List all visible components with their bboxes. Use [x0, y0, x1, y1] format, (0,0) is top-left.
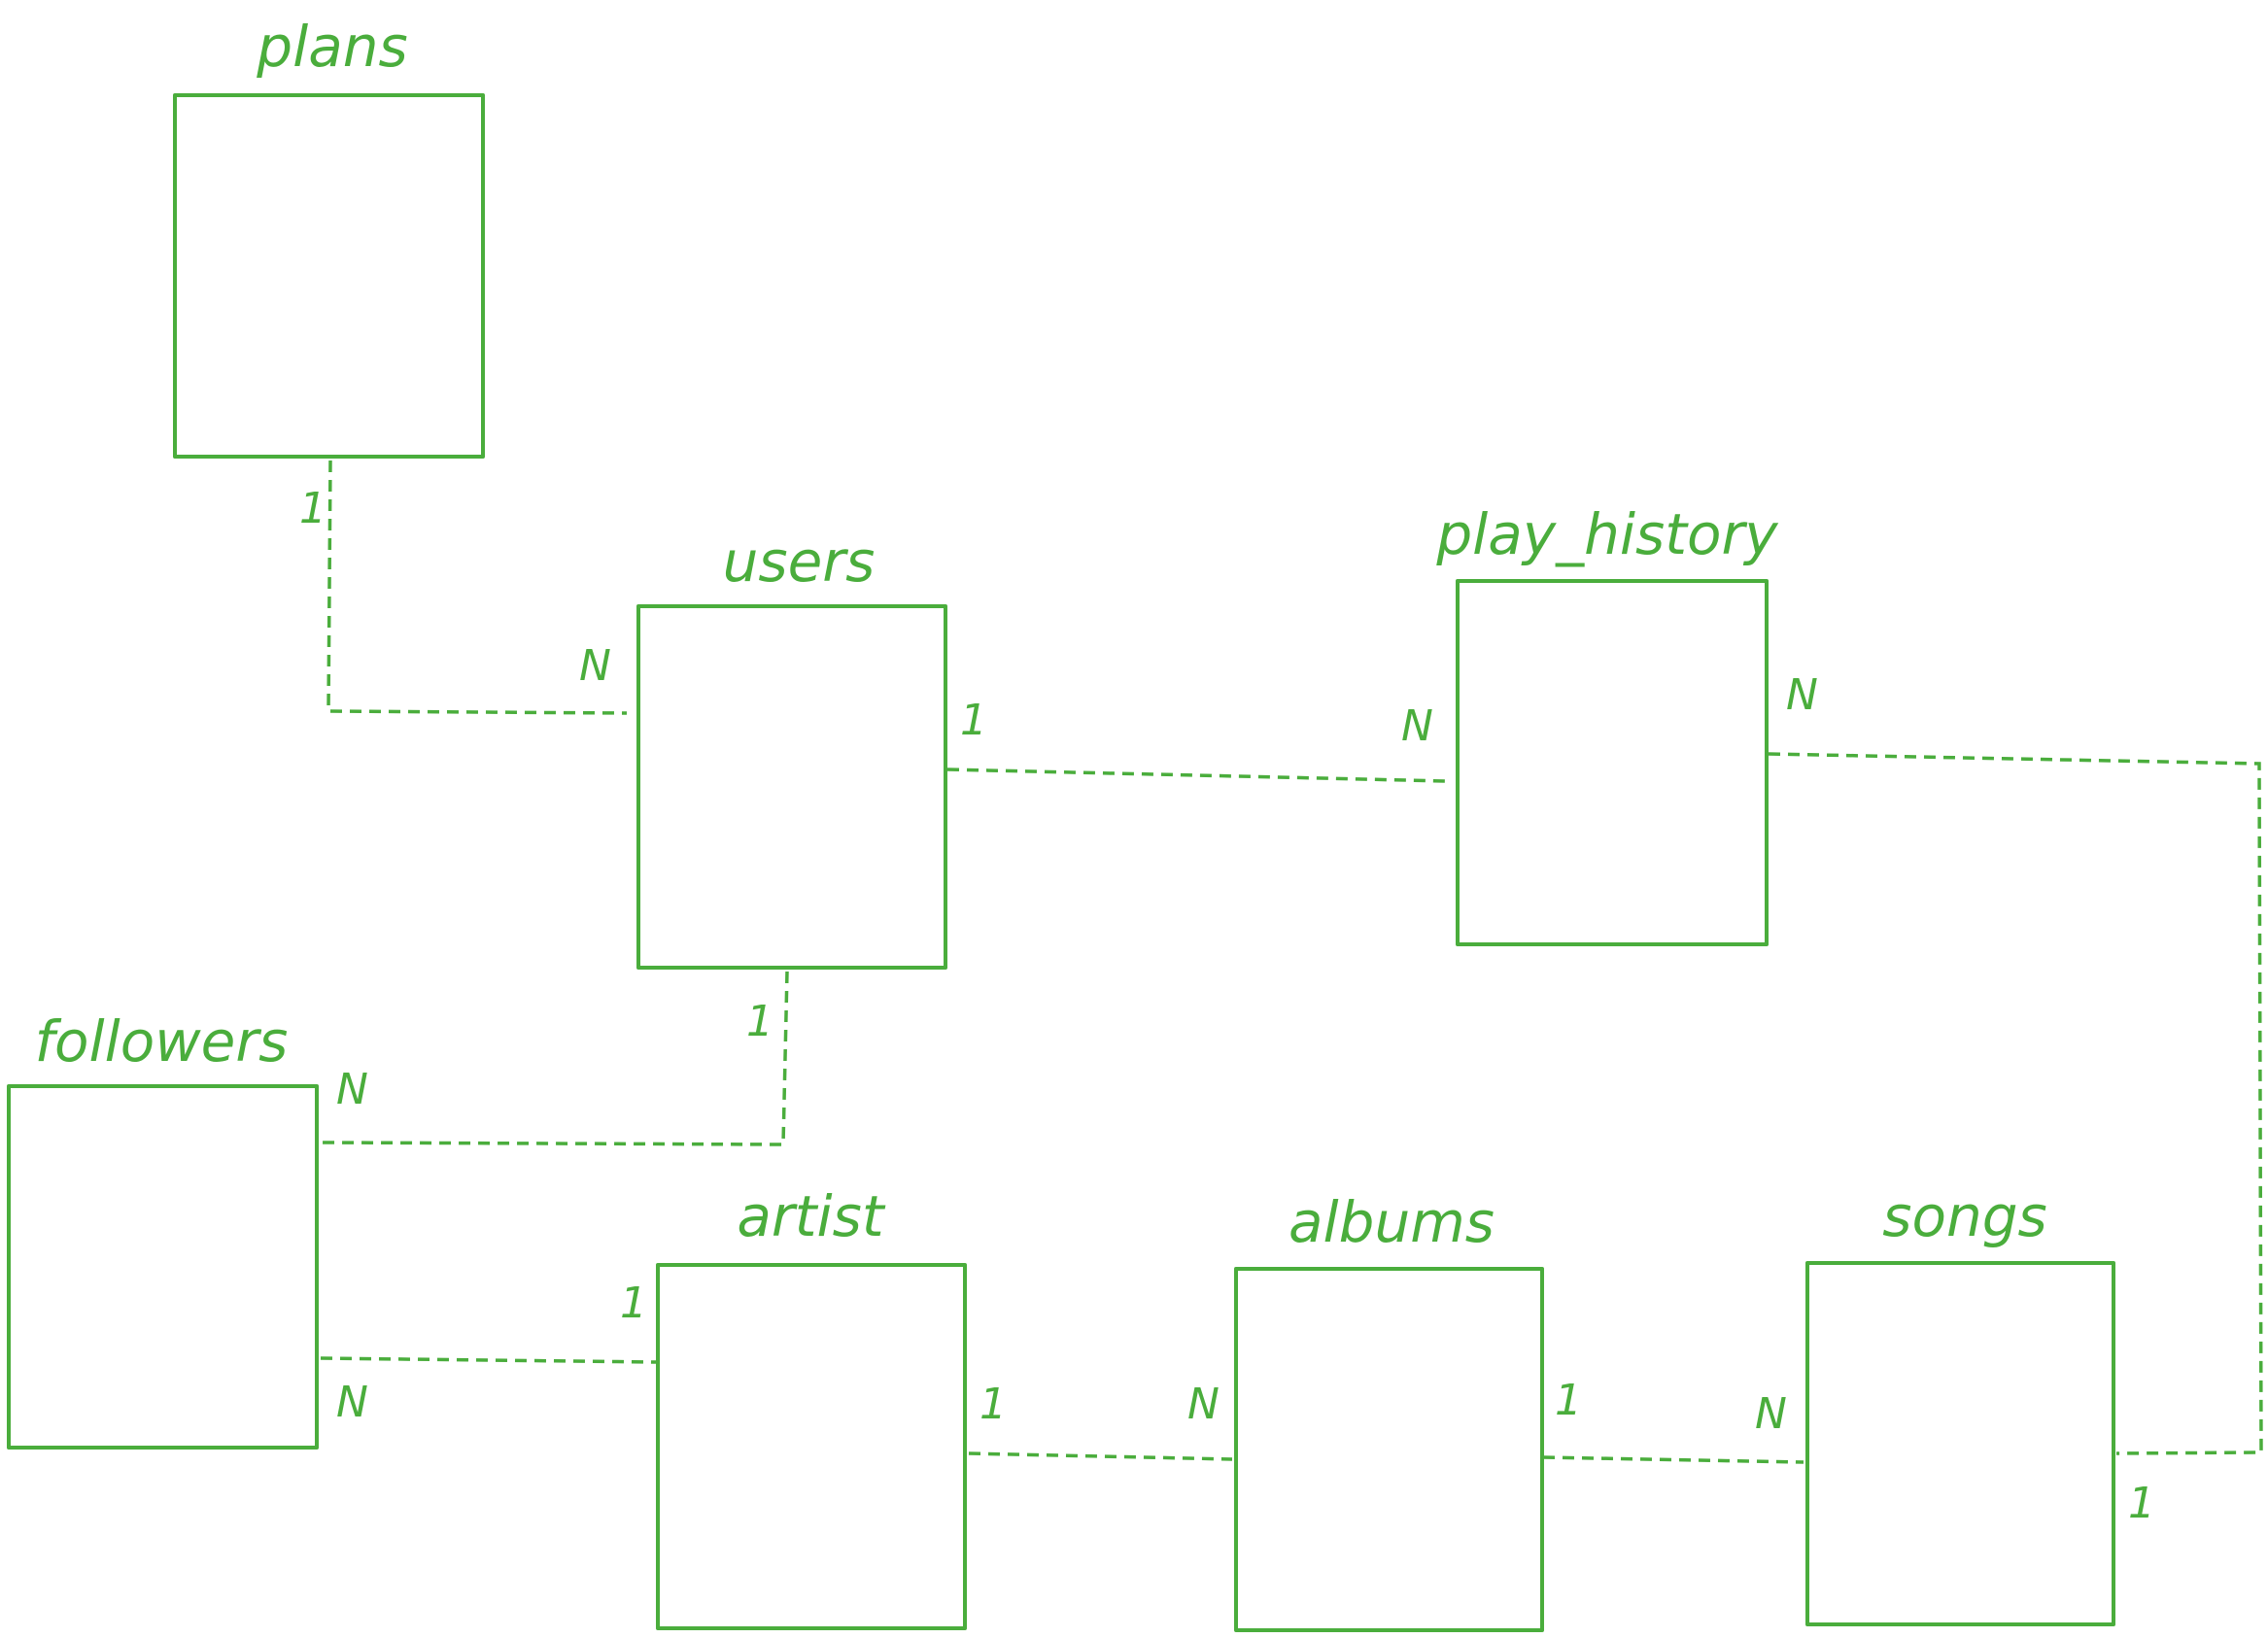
cardinality-users-followers-to: N: [336, 1065, 368, 1114]
entity-title-play-history: play_history: [1435, 501, 1778, 567]
entity-title-songs: songs: [1882, 1183, 2047, 1249]
relation-line-plans-users: [326, 460, 628, 715]
relation-line-followers-artist: [320, 1356, 657, 1364]
cardinality-play-history-songs-from: N: [1786, 670, 1818, 720]
entity-box-plans: [173, 93, 485, 459]
entity-box-artist: [656, 1263, 967, 1630]
cardinality-followers-artist-to: 1: [620, 1279, 647, 1328]
cardinality-albums-songs-from: 1: [1555, 1376, 1582, 1425]
relation-line-albums-songs: [1542, 1455, 1804, 1464]
relation-line-users-play-history: [946, 768, 1447, 783]
entity-title-albums: albums: [1289, 1189, 1495, 1255]
entity-box-play-history: [1456, 579, 1769, 946]
cardinality-plans-users-from: 1: [299, 484, 326, 533]
cardinality-artist-albums-to: N: [1187, 1380, 1220, 1429]
entity-box-albums: [1234, 1267, 1544, 1632]
relation-line-play-history-songs: [1768, 752, 2263, 1455]
entity-title-artist: artist: [737, 1183, 885, 1249]
cardinality-artist-albums-from: 1: [979, 1380, 1007, 1429]
entity-title-plans: plans: [256, 14, 407, 80]
entity-box-songs: [1805, 1261, 2115, 1626]
entity-title-followers: followers: [35, 1008, 289, 1075]
cardinality-users-play-history-from: 1: [960, 696, 987, 745]
entity-box-users: [636, 604, 947, 970]
cardinality-play-history-songs-to: 1: [2128, 1479, 2155, 1528]
cardinality-albums-songs-to: N: [1755, 1389, 1787, 1439]
cardinality-users-followers-from: 1: [746, 997, 773, 1046]
relation-line-users-followers: [322, 971, 789, 1146]
cardinality-plans-users-to: N: [579, 641, 611, 691]
cardinality-users-play-history-to: N: [1401, 701, 1433, 751]
relation-line-artist-albums: [968, 1451, 1233, 1461]
entity-title-users: users: [723, 529, 876, 595]
cardinality-followers-artist-from: N: [336, 1378, 368, 1427]
entity-box-followers: [7, 1084, 319, 1450]
